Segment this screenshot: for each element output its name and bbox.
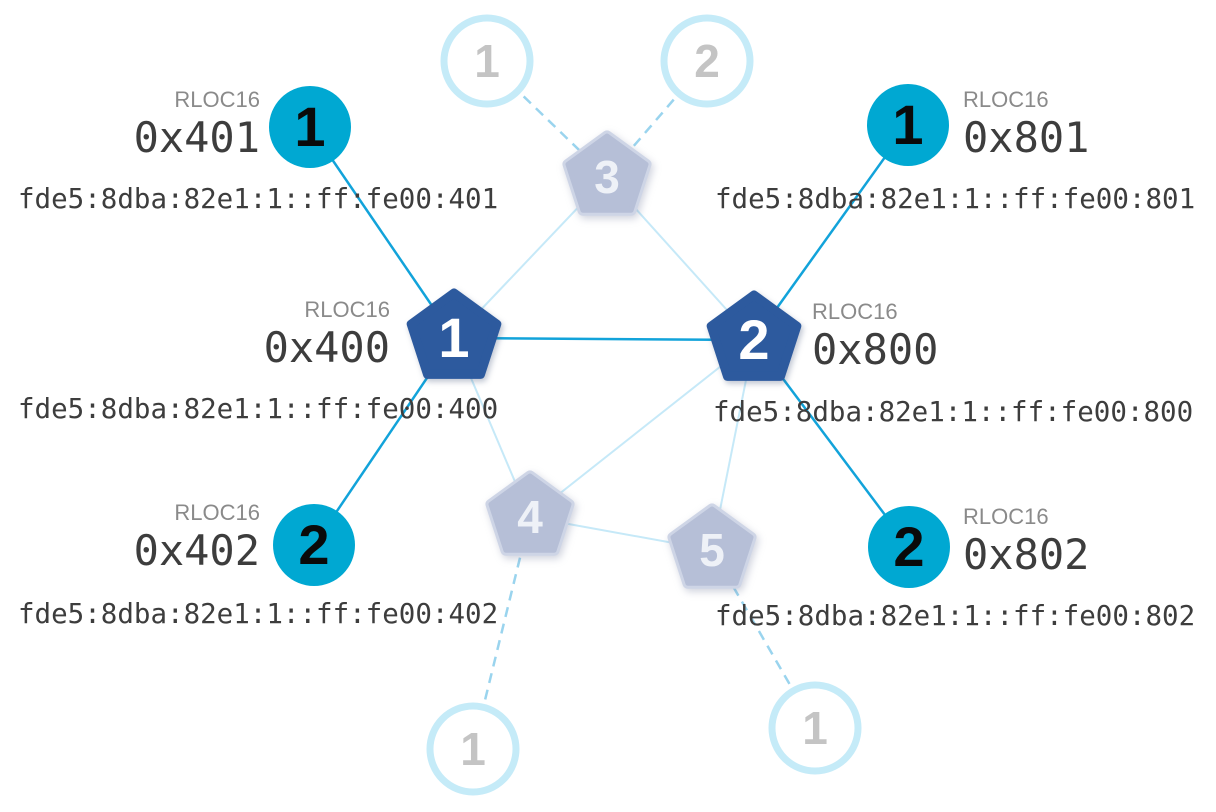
child-circle-icon (426, 702, 520, 796)
node-number: 4 (517, 491, 543, 543)
rloc16-caption: RLOC16 (812, 299, 898, 324)
node-child-401[interactable]: 1 (250, 67, 370, 187)
child-circle-icon (273, 504, 355, 586)
ipv6-address-child-401: fde5:8dba:82e1:1::ff:fe00:401 (18, 183, 499, 215)
node-number: 1 (474, 35, 500, 87)
rloc16-caption: RLOC16 (174, 500, 260, 525)
node-child-801[interactable]: 1 (848, 65, 968, 185)
node-router-3[interactable]: 3 (547, 117, 667, 237)
rloc16-value: 0x801 (963, 113, 1090, 162)
node-number: 1 (294, 95, 326, 158)
rloc16-value: 0x800 (812, 325, 939, 374)
child-circle-icon (269, 86, 351, 168)
rloc16-value: 0x802 (963, 530, 1090, 579)
rloc16-caption: RLOC16 (304, 297, 390, 322)
child-circle-icon (867, 84, 949, 166)
child-circle-icon (440, 14, 534, 108)
node-number: 3 (594, 151, 620, 203)
child-circle-icon (660, 14, 754, 108)
link-router-400-router-800 (453, 336, 755, 342)
rloc16-caption: RLOC16 (963, 87, 1049, 112)
router-pentagon-icon (667, 503, 757, 589)
node-number: 1 (892, 93, 924, 156)
node-number: 5 (699, 524, 725, 576)
node-child-402[interactable]: 2 (254, 485, 374, 605)
link-router-4-router-800 (529, 339, 755, 518)
ipv6-address-child-801: fde5:8dba:82e1:1::ff:fe00:801 (715, 183, 1196, 215)
node-number: 2 (893, 515, 925, 578)
link-child-401-router-400 (308, 126, 456, 339)
router-pentagon-icon (485, 470, 575, 556)
node-number: 1 (802, 702, 828, 754)
node-number: 1 (438, 306, 470, 369)
rloc16-value: 0x402 (133, 526, 260, 575)
child-circle-icon (868, 506, 950, 588)
node-router-4[interactable]: 4 (470, 457, 590, 577)
node-router-800[interactable]: 2 (694, 280, 814, 400)
child-circle-icon (768, 681, 862, 775)
node-number: 1 (460, 723, 486, 775)
node-number: 2 (738, 308, 770, 371)
router-pentagon-icon (562, 130, 652, 216)
ipv6-address-child-402: fde5:8dba:82e1:1::ff:fe00:402 (18, 598, 499, 630)
node-router-400[interactable]: 1 (394, 278, 514, 398)
link-child-801-router-800 (752, 124, 910, 341)
node-child-top-2[interactable]: 2 (647, 1, 767, 121)
rloc16-caption: RLOC16 (963, 504, 1049, 529)
rloc16-value: 0x400 (263, 323, 390, 372)
node-router-5[interactable]: 5 (652, 490, 772, 610)
router-pentagon-icon (406, 288, 502, 379)
node-child-top-1[interactable]: 1 (427, 1, 547, 121)
node-child-bottom-left[interactable]: 1 (413, 689, 533, 809)
node-child-802[interactable]: 2 (849, 487, 969, 607)
ipv6-address-router-800: fde5:8dba:82e1:1::ff:fe00:800 (713, 396, 1194, 428)
node-number: 2 (694, 35, 720, 87)
node-child-bottom-right[interactable]: 1 (755, 668, 875, 788)
rloc16-caption: RLOC16 (174, 87, 260, 112)
ipv6-address-router-400: fde5:8dba:82e1:1::ff:fe00:400 (18, 393, 499, 425)
rloc16-value: 0x401 (133, 113, 260, 162)
router-pentagon-icon (706, 290, 802, 381)
node-number: 2 (298, 513, 330, 576)
ipv6-address-child-802: fde5:8dba:82e1:1::ff:fe00:802 (715, 600, 1196, 632)
